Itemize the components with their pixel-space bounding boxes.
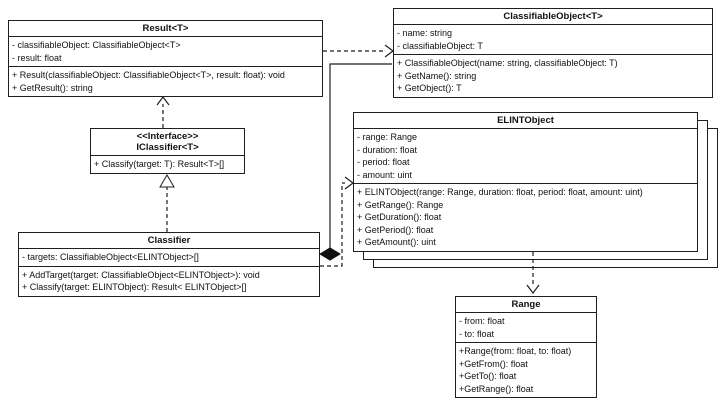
hollow-triangle-icon [159, 174, 175, 188]
class-title-classifier: Classifier [19, 233, 319, 249]
methods-section: +Range(from: float, to: float) +GetFrom(… [456, 342, 596, 397]
open-arrowhead-icon [526, 284, 540, 294]
uml-method-row: + GetName(): string [397, 70, 477, 81]
class-title-range: Range [456, 297, 596, 313]
filled-diamond-icon [319, 247, 341, 261]
interface-stereotype: <<Interface>> [136, 131, 199, 142]
interface-name: IClassifier<T> [136, 142, 199, 153]
open-arrowhead-icon [156, 96, 170, 106]
attributes-section: - name: string - classifiableObject: T [394, 25, 712, 54]
methods-section: + Result(classifiableObject: Classifiabl… [9, 66, 322, 96]
class-box-result: Result<T> - classifiableObject: Classifi… [8, 20, 323, 97]
uml-attribute-row: - range: Range [357, 132, 418, 142]
dependency-arrow-iclassifier-to-result [156, 96, 170, 128]
uml-method-row: +Range(from: float, to: float) [459, 346, 572, 356]
uml-method-row: + Classify(target: T): Result<T>[] [94, 159, 225, 169]
class-box-iclassifier: <<Interface>> IClassifier<T> + Classify(… [90, 128, 245, 174]
uml-method-row: +GetRange(): float [459, 383, 534, 394]
attributes-section: - range: Range - duration: float - perio… [354, 129, 697, 183]
class-box-classifier: Classifier - targets: ClassifiableObject… [18, 232, 320, 297]
uml-method-row: + Result(classifiableObject: Classifiabl… [12, 70, 285, 80]
uml-method-row: +GetFrom(): float [459, 358, 528, 369]
methods-section: + ELINTObject(range: Range, duration: fl… [354, 183, 697, 251]
uml-method-row: + AddTarget(target: ClassifiableObject<E… [22, 269, 260, 280]
uml-attribute-row: - result: float [12, 52, 62, 63]
methods-section: + AddTarget(target: ClassifiableObject<E… [19, 265, 319, 296]
uml-attribute-row: - name: string [397, 28, 453, 38]
open-arrowhead-icon [344, 176, 354, 190]
uml-method-row: + GetRange(): Range [357, 199, 444, 210]
uml-method-row: + GetResult(): string [12, 82, 93, 93]
class-box-classifiableobject: ClassifiableObject<T> - name: string - c… [393, 8, 713, 98]
class-title-classifiableobject: ClassifiableObject<T> [394, 9, 712, 25]
uml-method-row: + ELINTObject(range: Range, duration: fl… [357, 187, 643, 197]
uml-attribute-row: - from: float [459, 316, 505, 326]
uml-method-row: + Classify(target: ELINTObject): Result<… [22, 282, 247, 292]
dependency-arrow-result-to-classifiableobject [323, 44, 394, 58]
uml-method-row: + GetDuration(): float [357, 212, 442, 222]
uml-method-row: + ClassifiableObject(name: string, class… [397, 58, 618, 68]
uml-method-row: + GetPeriod(): float [357, 224, 434, 235]
attributes-section: - classifiableObject: ClassifiableObject… [9, 37, 322, 66]
class-box-range: Range - from: float - to: float +Range(f… [455, 296, 597, 398]
class-box-elintobject: ELINTObject - range: Range - duration: f… [353, 112, 698, 252]
class-title-iclassifier: <<Interface>> IClassifier<T> [91, 129, 244, 156]
uml-attribute-row: - duration: float [357, 144, 418, 155]
uml-attribute-row: - classifiableObject: T [397, 40, 483, 51]
attributes-section: - targets: ClassifiableObject<ELINTObjec… [19, 249, 319, 266]
uml-attribute-row: - amount: uint [357, 169, 413, 180]
class-title-result: Result<T> [9, 21, 322, 37]
uml-attribute-row: - period: float [357, 157, 410, 167]
uml-method-row: + GetObject(): T [397, 83, 462, 93]
realization-arrow-classifier-to-iclassifier [159, 174, 175, 232]
open-arrowhead-icon [384, 44, 394, 58]
uml-attribute-row: - targets: ClassifiableObject<ELINTObjec… [22, 252, 199, 262]
attributes-section: - from: float - to: float [456, 313, 596, 342]
dependency-arrow-classifier-to-elintobject [320, 176, 354, 267]
methods-section: + Classify(target: T): Result<T>[] [91, 156, 244, 173]
uml-attribute-row: - to: float [459, 328, 495, 339]
class-title-elintobject: ELINTObject [354, 113, 697, 129]
uml-method-row: +GetTo(): float [459, 371, 517, 381]
uml-method-row: + GetAmount(): uint [357, 237, 436, 247]
methods-section: + ClassifiableObject(name: string, class… [394, 54, 712, 97]
uml-attribute-row: - classifiableObject: ClassifiableObject… [12, 40, 181, 50]
